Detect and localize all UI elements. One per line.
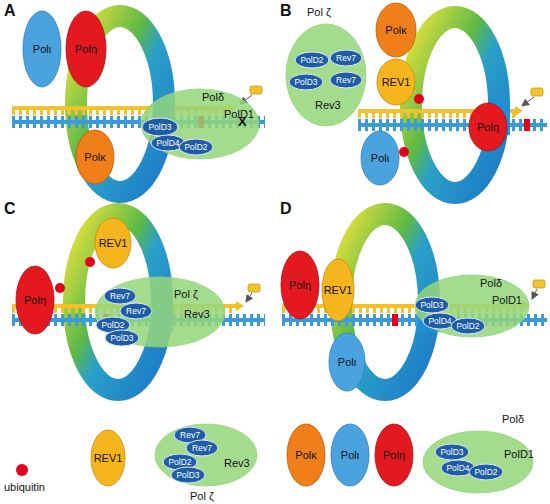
subunit-node: PolD3 — [288, 73, 324, 91]
subunit-label: Rev3 — [224, 457, 250, 469]
subunit-label: Rev3 — [315, 99, 341, 111]
subunit-label: PolD4 — [446, 463, 469, 473]
legend-swatch — [16, 464, 28, 476]
complex-name: Pol ζ — [174, 288, 198, 300]
polymerase-label: Polι — [33, 43, 51, 55]
subunit-label: PolD3 — [294, 77, 317, 87]
polymerase-node: Polκ — [286, 423, 326, 487]
polymerase-label: Polη — [477, 121, 499, 133]
subunit-label: Rev7 — [180, 430, 200, 440]
subunit-label: PolD4 — [156, 138, 179, 148]
subunit-node: PolD3 — [104, 329, 140, 347]
panel-letter: B — [280, 2, 292, 20]
polymerase-label: Polη — [24, 294, 46, 306]
subunit-label: PolD1 — [224, 108, 254, 120]
subunit-node: PolD3 — [141, 117, 179, 137]
complex-node: PolδPolD1PolD3PolD4PolD2 — [414, 274, 530, 338]
subunit-label: PolD3 — [148, 122, 171, 132]
subunit-label: Rev7 — [126, 306, 146, 316]
polymerase-label: Polη — [75, 43, 97, 55]
subunit-label: PolD1 — [492, 294, 522, 306]
polymerase-node: Polι — [22, 10, 62, 88]
polymerase-node: Polι — [328, 332, 366, 392]
legend-text: ubiquitin — [4, 481, 45, 493]
polymerase-label: REV1 — [99, 237, 128, 249]
subunit-node: Rev7 — [103, 287, 137, 305]
polymerase-node: REV1 — [321, 258, 355, 322]
complex-name: Pol ζ — [190, 490, 214, 502]
complex-name: Polδ — [202, 91, 224, 103]
panel-letter: C — [4, 200, 16, 218]
panel-c-art — [12, 214, 265, 390]
panel-d-art — [282, 214, 547, 390]
polymerase-label: Polκ — [295, 449, 316, 461]
subunit-label: PolD2 — [101, 320, 124, 330]
subunit-label: Rev3 — [184, 308, 210, 320]
subunit-node: PolD3 — [434, 443, 470, 461]
polymerase-label: Polι — [371, 152, 389, 164]
subunit-label: PolD2 — [300, 55, 323, 65]
polymerase-label: Polη — [289, 279, 311, 291]
subunit-node: PolD2 — [468, 463, 504, 481]
subunit-node: Rev7 — [329, 71, 363, 89]
complex-node: Pol ζRev3PolD3PolD2Rev7Rev7 — [285, 23, 367, 127]
subunit-label: PolD3 — [110, 333, 133, 343]
subunit-node: Rev7 — [185, 439, 219, 457]
polymerase-label: REV1 — [324, 284, 353, 296]
polymerase-node: Polη — [65, 10, 107, 88]
subunit-label: Rev7 — [110, 291, 130, 301]
complex-name: Pol ζ — [307, 6, 331, 18]
polymerase-node: Polη — [15, 265, 55, 335]
subunit-label: PolD2 — [474, 467, 497, 477]
polymerase-label: Polι — [338, 356, 356, 368]
polymerase-node: Polκ — [375, 2, 417, 58]
subunit-node: Rev7 — [329, 49, 363, 67]
polymerase-label: Polη — [383, 449, 405, 461]
subunit-label: PolD3 — [440, 447, 463, 457]
polymerase-label: REV1 — [382, 76, 411, 88]
polymerase-node: Polη — [280, 250, 320, 320]
polymerase-node: Polκ — [75, 129, 115, 185]
polymerase-label: Polκ — [84, 151, 105, 163]
polymerase-label: Polι — [341, 449, 359, 461]
subunit-label: PolD2 — [456, 321, 479, 331]
complex-name: Polδ — [502, 413, 524, 425]
polymerase-node: REV1 — [90, 429, 126, 487]
polymerase-node: REV1 — [94, 217, 132, 269]
subunit-label: PolD3 — [420, 300, 443, 310]
subunit-node: PolD2 — [450, 317, 486, 335]
panel-letter: A — [4, 2, 16, 20]
polymerase-node: REV1 — [376, 58, 416, 106]
subunit-label: PolD4 — [428, 316, 451, 326]
polymerase-node: Polι — [360, 130, 400, 186]
complex-name: Polδ — [480, 277, 502, 289]
complex-shape — [422, 430, 534, 494]
subunit-label: PolD3 — [176, 470, 199, 480]
complex-node: Pol ζRev3Rev7Rev7PolD2PolD3 — [154, 423, 258, 487]
subunit-label: Rev7 — [336, 75, 356, 85]
complex-node: Pol ζRev3Rev7Rev7PolD2PolD3 — [94, 276, 226, 348]
subunit-node: PolD3 — [414, 296, 450, 314]
polymerase-node: Polι — [330, 423, 370, 487]
subunit-node: PolD2 — [178, 138, 214, 156]
subunit-label: Rev7 — [336, 53, 356, 63]
subunit-label: PolD2 — [184, 142, 207, 152]
subunit-label: PolD2 — [168, 457, 191, 467]
polymerase-label: Polκ — [385, 24, 406, 36]
polymerase-node: Polη — [468, 102, 508, 152]
panel-letter: D — [280, 200, 292, 218]
polymerase-label: REV1 — [94, 452, 123, 464]
complex-node: PolδPolD1PolD3PolD4PolD2 — [422, 430, 534, 494]
subunit-label: PolD1 — [504, 448, 534, 460]
polymerase-node: Polη — [374, 423, 414, 487]
subunit-node: PolD3 — [170, 466, 206, 484]
subunit-label: Rev7 — [192, 443, 212, 453]
subunit-node: PolD2 — [294, 51, 330, 69]
subunit-node: Rev7 — [119, 302, 153, 320]
